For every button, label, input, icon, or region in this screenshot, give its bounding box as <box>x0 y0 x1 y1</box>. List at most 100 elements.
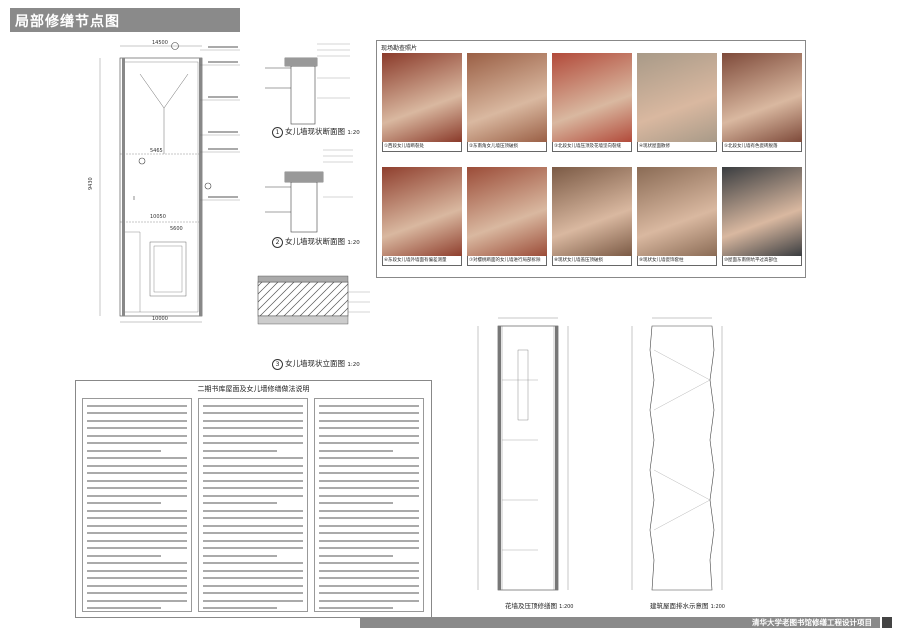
note-text-line <box>319 599 419 602</box>
site-photo: ②东南角女儿墙压顶破损 <box>467 53 547 152</box>
plan-dim-left: 9430 <box>88 177 94 190</box>
note-text-line <box>203 592 303 594</box>
plan-dim-h1: 5465 <box>150 148 163 154</box>
note-text-line <box>87 419 187 422</box>
photo-image <box>722 53 802 142</box>
note-text-line <box>319 479 419 482</box>
note-text-line <box>203 509 303 512</box>
photo-image <box>552 167 632 256</box>
site-photo: ⑧现状女儿墙盖压顶破损 <box>552 167 632 266</box>
note-text-line <box>319 517 419 519</box>
note-text-line <box>203 419 303 422</box>
site-photo: ⑥东段女儿墙外墙面有偏差测量 <box>382 167 462 266</box>
site-photo: ⑤北段女儿墙有色瓷砖脱落 <box>722 53 802 152</box>
section-2-drawing <box>265 149 353 233</box>
section-1-number: 1 <box>272 126 283 138</box>
photos-title: 现场勘查照片 <box>381 45 418 52</box>
note-text-line <box>203 607 277 609</box>
note-text-line <box>319 554 393 557</box>
note-text-line <box>87 487 187 489</box>
note-text-line <box>203 412 303 414</box>
note-text-line <box>203 584 303 587</box>
note-text-line <box>203 554 277 557</box>
section-2-scale: 1:20 <box>347 240 360 246</box>
note-text-line <box>319 524 419 527</box>
note-text-line <box>87 427 187 429</box>
flower-wall-drawing <box>477 317 569 591</box>
photo-image <box>637 167 717 256</box>
note-text-line <box>87 509 187 512</box>
note-text-line <box>87 464 187 467</box>
note-text-line <box>319 584 419 587</box>
note-text-line <box>319 419 419 422</box>
note-text-line <box>319 427 419 429</box>
note-text-line <box>203 532 303 534</box>
note-text-line <box>87 547 187 549</box>
notes-column-3 <box>314 398 424 612</box>
site-photo: ④现状屋面散修 <box>637 53 717 152</box>
roof-drainage-title: 建筑屋面排水示意图 <box>650 602 709 610</box>
note-text-line <box>319 434 419 437</box>
site-photo: ⑩屋面东南侧坑平过高部位 <box>722 167 802 266</box>
note-text-line <box>87 599 187 602</box>
note-text-line <box>203 472 303 474</box>
note-text-line <box>87 554 161 557</box>
photo-caption: ⑥东段女儿墙外墙面有偏差测量 <box>382 256 462 266</box>
roof-drainage-drawing <box>631 317 723 591</box>
repair-notes-panel: 二期书库屋面及女儿墙修缮做法说明 <box>75 380 432 618</box>
note-text-line <box>319 502 393 504</box>
flower-wall-caption: 花墙及压顶修缮图 1:200 <box>505 600 574 610</box>
note-text-line <box>203 464 303 467</box>
note-text-line <box>203 599 303 602</box>
photo-caption: ⑩屋面东南侧坑平过高部位 <box>722 256 802 266</box>
note-text-line <box>319 457 419 459</box>
photo-image <box>467 53 547 142</box>
note-text-line <box>203 479 303 482</box>
photo-caption: ③北段女儿墙压顶及花墙坚向裂缝 <box>552 142 632 152</box>
section-2-number: 2 <box>272 236 283 248</box>
note-text-line <box>87 607 161 609</box>
elevation-3-drawing <box>257 275 370 325</box>
note-text-line <box>87 577 187 579</box>
project-name: 清华大学老图书馆修缮工程设计项目 <box>752 618 872 627</box>
elevation-3-scale: 1:20 <box>347 362 360 368</box>
roof-drainage-scale: 1:200 <box>710 604 725 610</box>
flower-wall-scale: 1:200 <box>559 604 574 610</box>
note-text-line <box>87 434 187 437</box>
site-photo: ③北段女儿墙压顶及花墙坚向裂缝 <box>552 53 632 152</box>
plan-dim-top: 14500 <box>152 40 168 46</box>
section-1-title: 女儿墙现状断面图 <box>285 127 345 136</box>
note-text-line <box>87 457 187 459</box>
photo-image <box>552 53 632 142</box>
site-photos-panel: 现场勘查照片 ①西段女儿墙断裂处 ②东南角女儿墙压顶破损 ③北段女儿墙压顶及花墙坚向… <box>376 40 806 278</box>
note-text-line <box>319 494 419 497</box>
plan-drawing: 14500 10000 10050 5465 5600 9430 <box>88 40 212 323</box>
note-text-line <box>87 404 187 407</box>
note-text-line <box>203 517 303 519</box>
site-photo: ⑦对樱桃断面的女儿墙进行局部拆除 <box>467 167 547 266</box>
photo-caption: ②东南角女儿墙压顶破损 <box>467 142 547 152</box>
notes-column-1 <box>82 398 192 612</box>
elevation-3-title: 女儿墙现状立面图 <box>285 359 345 368</box>
note-text-line <box>203 487 303 489</box>
photo-caption: ④现状屋面散修 <box>637 142 717 152</box>
note-text-line <box>203 457 303 459</box>
section-1-drawing <box>265 43 350 125</box>
site-photo: ⑨现状女儿墙瓷饰套柱 <box>637 167 717 266</box>
note-text-line <box>87 592 187 594</box>
note-text-line <box>87 449 161 452</box>
plan-dim-width: 10050 <box>150 214 166 220</box>
note-text-line <box>319 404 419 407</box>
site-photo: ①西段女儿墙断裂处 <box>382 53 462 152</box>
note-text-line <box>203 502 277 504</box>
photo-image <box>467 167 547 256</box>
note-text-line <box>87 562 187 564</box>
note-text-line <box>87 494 187 497</box>
note-text-line <box>87 472 187 474</box>
section-1-scale: 1:20 <box>347 130 360 136</box>
roof-drainage-caption: 建筑屋面排水示意图 1:200 <box>650 600 725 610</box>
note-text-line <box>203 404 303 407</box>
section-2-title: 女儿墙现状断面图 <box>285 237 345 246</box>
